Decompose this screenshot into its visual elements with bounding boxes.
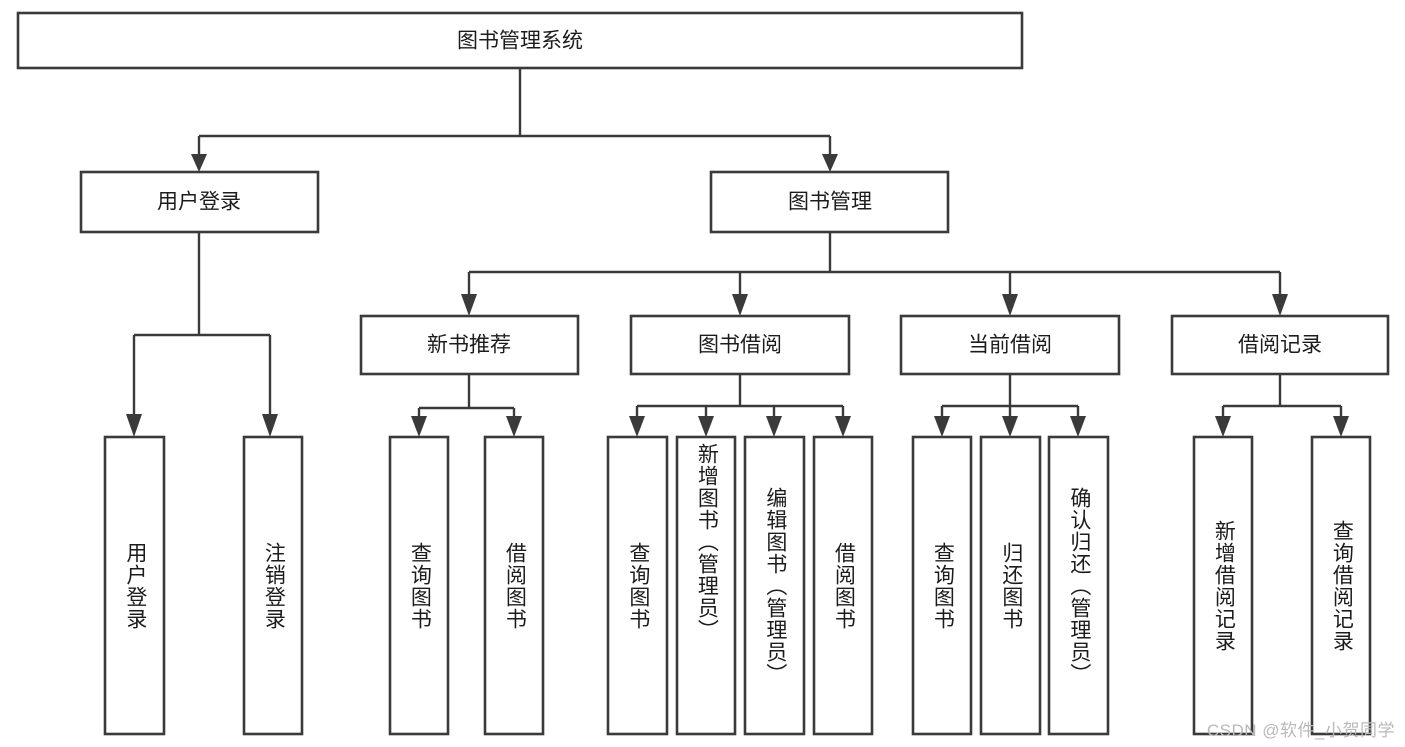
arrow-head-leaf-rec-query — [411, 416, 427, 437]
node-borrow-record[interactable]: 借阅记录 — [1170, 314, 1390, 376]
node-leaf-rec-add-box[interactable] — [1192, 435, 1254, 736]
node-leaf-user-logout-box[interactable] — [242, 435, 304, 736]
arrow-head-leaf-cur-query — [934, 416, 950, 437]
connector-group-root — [191, 68, 838, 172]
arrow-head-new-book-rec — [461, 294, 477, 316]
node-book-manage-box[interactable] — [709, 170, 950, 234]
node-user-login-label: 用户登录 — [157, 191, 241, 214]
node-leaf-rec-search-box[interactable] — [1310, 435, 1372, 736]
node-book-manage[interactable]: 图书管理 — [709, 170, 950, 234]
node-book-borrow-label: 图书借阅 — [698, 334, 782, 357]
node-new-book-rec-box[interactable] — [359, 314, 580, 376]
arrow-head-leaf-borrow-query — [629, 416, 645, 437]
node-user-login-box[interactable] — [79, 170, 320, 234]
node-leaf-cur-return-box[interactable] — [979, 435, 1042, 736]
arrow-head-borrow-record — [1272, 294, 1288, 316]
connector-group-book-manage — [461, 232, 1288, 316]
node-leaf-borrow-query-box[interactable] — [606, 435, 669, 736]
node-leaf-cur-query-box[interactable] — [911, 435, 973, 736]
arrow-head-user-login — [191, 154, 207, 172]
node-leaf-rec-query-box[interactable] — [388, 435, 450, 736]
arrow-head-leaf-user-logout — [262, 414, 278, 437]
node-leaf-cur-confirm-box[interactable] — [1047, 435, 1110, 736]
node-user-login[interactable]: 用户登录 — [79, 170, 320, 234]
arrow-head-leaf-borrow-do — [835, 416, 851, 437]
node-new-book-rec-label: 新书推荐 — [427, 334, 511, 357]
connector-group-borrow-record — [1215, 374, 1349, 437]
node-new-book-rec[interactable]: 新书推荐 — [359, 314, 580, 376]
node-root[interactable]: 图书管理系统 — [16, 11, 1024, 70]
arrow-head-leaf-user-login — [126, 414, 142, 437]
node-leaf-rec-borrow-box[interactable] — [483, 435, 545, 736]
arrow-head-leaf-cur-confirm — [1070, 416, 1086, 437]
arrow-head-leaf-rec-add — [1215, 416, 1231, 437]
node-borrow-record-box[interactable] — [1170, 314, 1390, 376]
node-root-label: 图书管理系统 — [457, 30, 583, 53]
arrow-head-book-borrow — [732, 294, 748, 316]
node-current-borrow[interactable]: 当前借阅 — [899, 314, 1121, 376]
node-leaf-borrow-edit-box[interactable] — [743, 435, 806, 736]
connector-group-user-login — [126, 232, 278, 437]
arrow-head-book-manage — [822, 154, 838, 172]
node-current-borrow-label: 当前借阅 — [968, 334, 1052, 357]
leaf-box-group — [103, 435, 1372, 736]
arrow-head-leaf-cur-return — [1002, 416, 1018, 437]
connector-group-current-borrow — [934, 374, 1086, 437]
arrow-head-leaf-rec-search — [1333, 416, 1349, 437]
node-leaf-borrow-add-box[interactable] — [675, 435, 737, 736]
node-root-box[interactable] — [16, 11, 1024, 70]
connector-group-new-book-rec — [411, 374, 522, 437]
node-leaf-borrow-do-box[interactable] — [812, 435, 874, 736]
node-book-manage-label: 图书管理 — [788, 191, 872, 214]
node-book-borrow[interactable]: 图书借阅 — [629, 314, 851, 376]
arrow-head-leaf-borrow-add — [698, 416, 714, 437]
arrow-head-leaf-borrow-edit — [766, 416, 782, 437]
arrow-head-leaf-rec-borrow — [506, 416, 522, 437]
watermark-text: CSDN @软件_小贺同学 — [1206, 721, 1395, 740]
arrow-head-current-borrow — [1002, 294, 1018, 316]
node-borrow-record-label: 借阅记录 — [1238, 334, 1322, 357]
node-leaf-user-login-box[interactable] — [103, 435, 166, 736]
node-book-borrow-box[interactable] — [629, 314, 851, 376]
connector-group-book-borrow — [629, 374, 851, 437]
node-current-borrow-box[interactable] — [899, 314, 1121, 376]
